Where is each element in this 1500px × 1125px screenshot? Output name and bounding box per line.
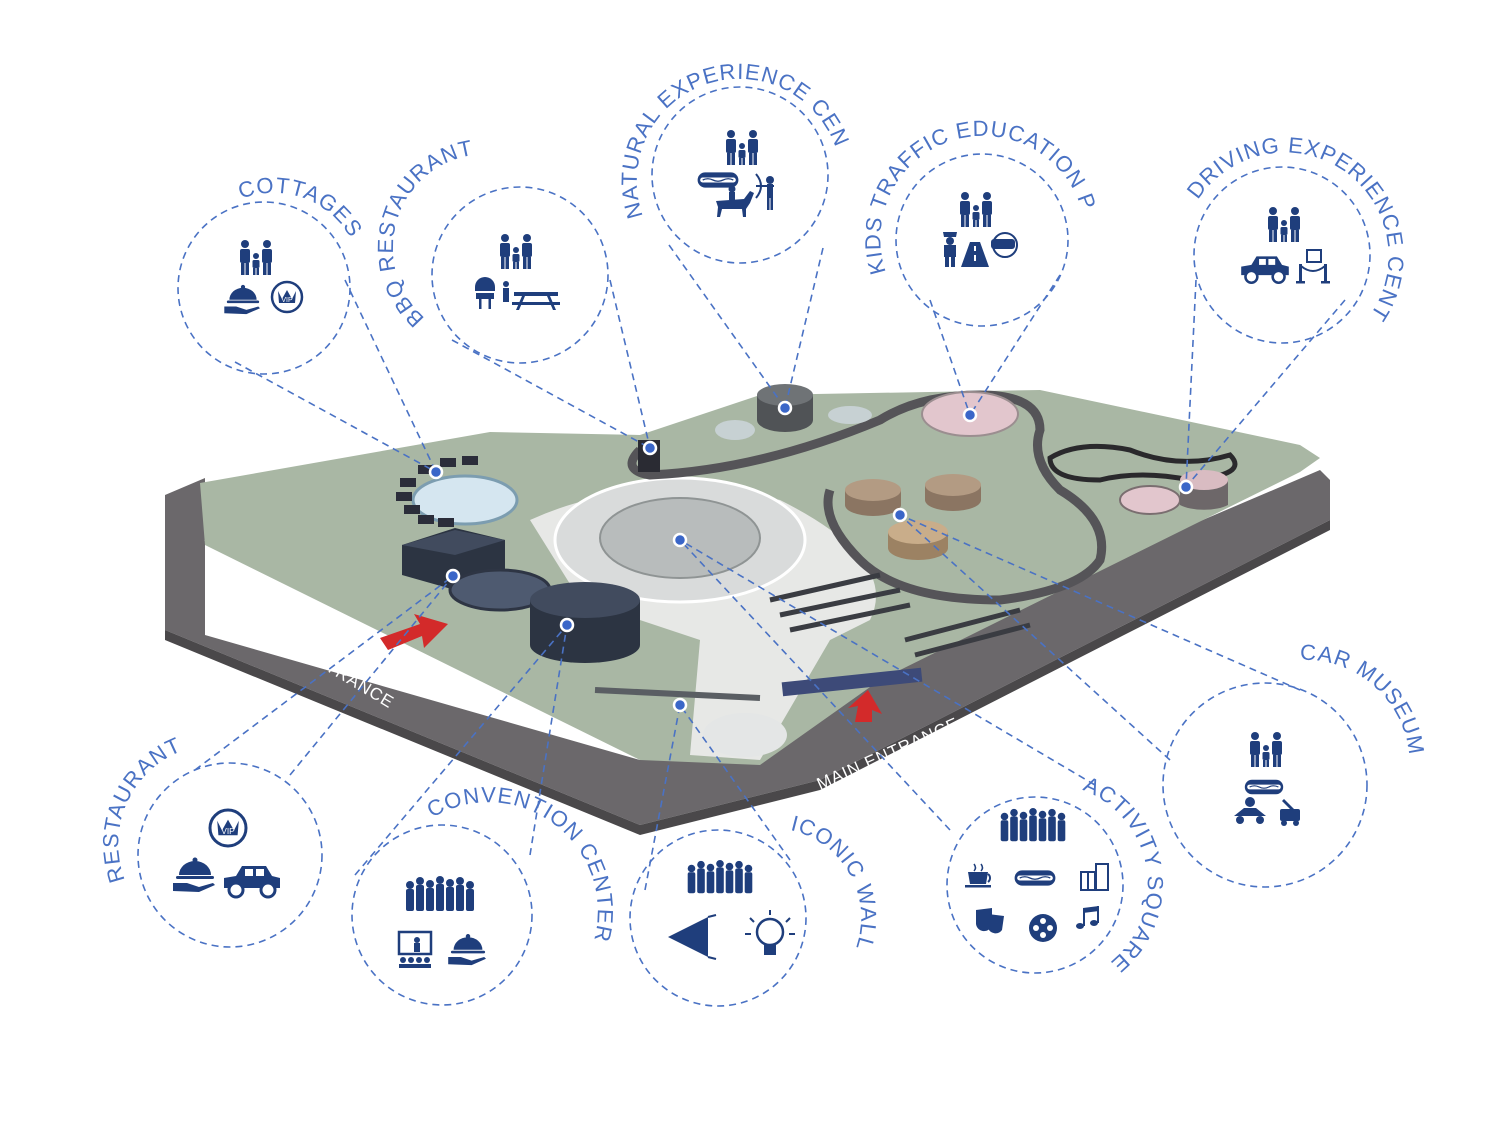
family-icon: [1268, 207, 1300, 242]
gift-icon: [1080, 863, 1109, 891]
bbq-restaurant-label: BBQ RESTAURANT: [373, 135, 475, 332]
pin-restaurant: [445, 568, 461, 584]
service-cloche-icon: [448, 934, 486, 966]
classic-car-icon: [222, 864, 282, 899]
crowd-icon: [687, 859, 753, 894]
service-cloche-icon: [224, 284, 260, 315]
zone-activity-square: ACTIVITY SQUARE: [946, 771, 1168, 978]
pin-cottages: [428, 464, 444, 480]
music-note-icon: [1076, 906, 1099, 929]
coffee-icon: [965, 863, 991, 888]
leader-lines: [194, 244, 1346, 891]
crowd-icon: [1000, 807, 1066, 842]
site-plan: [165, 384, 1330, 835]
zone-convention-center: CONVENTION CENTER: [351, 782, 617, 1006]
go-kart-icon: [1234, 797, 1266, 824]
food-icon: [696, 171, 740, 189]
zone-iconic-wall: ICONIC WALL: [629, 811, 882, 1007]
car-museum-label: CAR MUSEUM: [1300, 640, 1430, 757]
restaurant-bubble: [137, 762, 323, 948]
zone-cottages: COTTAGES: [177, 172, 368, 375]
car-museum-bubble: [1162, 682, 1368, 888]
pin-natural-experience-center: [777, 400, 793, 416]
pin-car-museum: [892, 507, 908, 523]
cottages-label: COTTAGES: [235, 172, 368, 241]
road-icon: [961, 242, 989, 267]
archer-icon: [755, 173, 774, 210]
classic-car-icon: [1239, 255, 1291, 285]
zone-driving-experience-center: DRIVING EXPERIENCE CENTER: [0, 0, 1408, 344]
main-gate: [781, 667, 923, 697]
zone-natural-experience-center: NATURAL EXPERIENCE CENTER: [0, 0, 855, 264]
activity-square-bubble: [946, 796, 1124, 974]
kids-traffic-park-label: KIDS TRAFFIC EDUCATION PARK: [0, 0, 1101, 277]
zone-car-museum: CAR MUSEUM: [1162, 640, 1430, 888]
grill-icon: [475, 277, 495, 309]
zone-kids-traffic-park: KIDS TRAFFIC EDUCATION PARK: [0, 0, 1101, 327]
picnic-table-icon: [503, 281, 560, 310]
street: [165, 470, 1330, 825]
driving-experience-center-bubble: [1193, 166, 1371, 344]
family-icon: [240, 240, 272, 275]
family-icon: [500, 234, 532, 269]
service-cloche-icon: [173, 857, 215, 892]
restaurant-label: RESTAURANT: [98, 732, 185, 886]
zone-restaurant: RESTAURANT: [98, 732, 323, 948]
police-icon: [943, 232, 957, 267]
natural-experience-center-label: NATURAL EXPERIENCE CENTER: [0, 0, 855, 222]
activity-square-label: ACTIVITY SQUARE: [1080, 771, 1168, 977]
pin-kids-traffic-park: [962, 407, 978, 423]
natural-experience-center-bubble: [651, 86, 829, 264]
pin-driving-experience-center: [1178, 479, 1194, 495]
cottages-bubble: [177, 201, 351, 375]
kids-traffic-park-bubble: [895, 153, 1069, 327]
pin-activity-square: [672, 532, 688, 548]
projector-icon: [668, 914, 717, 960]
crowd-icon: [406, 876, 474, 911]
food-icon: [1013, 869, 1057, 887]
family-icon: [1250, 732, 1282, 767]
pin-bbq-restaurant: [642, 440, 658, 456]
film-reel-icon: [1029, 914, 1057, 942]
vip-badge-icon: [270, 280, 304, 314]
stanchion-icon: [1296, 249, 1330, 284]
iconic-wall-bubble: [629, 829, 807, 1007]
vip-badge-icon: [208, 808, 248, 848]
bbq-restaurant-bubble: [431, 186, 609, 364]
presentation-icon: [397, 930, 433, 968]
main-entrance-arrow: [848, 690, 882, 722]
zone-bbq-restaurant: BBQ RESTAURANT: [373, 135, 609, 364]
pin-iconic-wall: [672, 697, 688, 713]
track: [627, 390, 1107, 605]
pool: [411, 474, 519, 526]
car-museum-drums: [845, 474, 981, 560]
food-icon: [1244, 779, 1284, 795]
vip-entrance-arrow: [380, 614, 448, 650]
convention-center-bubble: [351, 824, 533, 1006]
vr-headset-icon: [991, 232, 1018, 258]
repair-icon: [1280, 799, 1300, 826]
light-bulb-icon: [745, 910, 795, 955]
convention-building: [530, 600, 640, 663]
horse-rider-icon: [716, 185, 754, 217]
iconic-wall-label: ICONIC WALL: [789, 811, 882, 954]
location-pins: [428, 400, 1194, 713]
pin-convention-center: [559, 617, 575, 633]
iconic-wall-structure: [594, 687, 761, 701]
family-icon: [960, 192, 992, 227]
theater-masks-icon: [976, 908, 1004, 934]
family-icon: [726, 130, 758, 165]
